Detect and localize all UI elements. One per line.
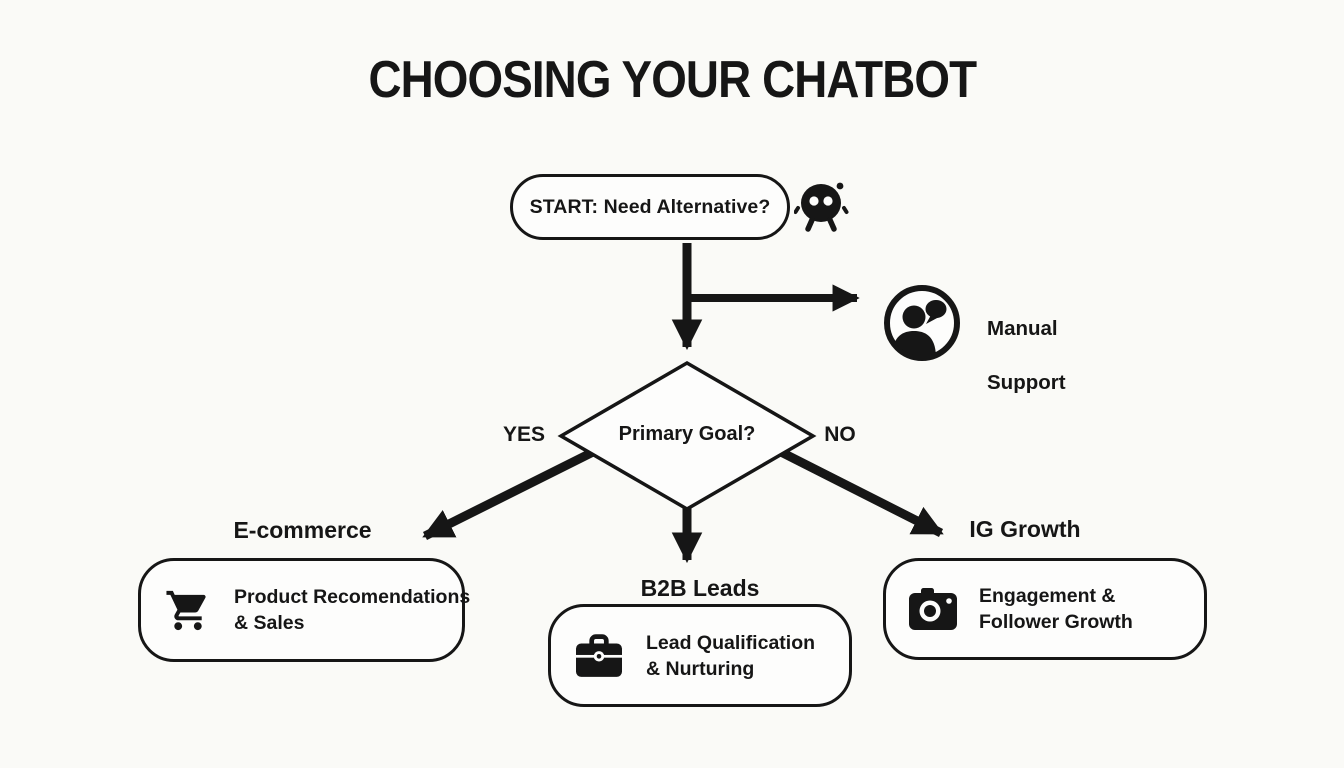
no-label: NO: [824, 423, 856, 446]
start-node-label: START: Need Alternative?: [529, 195, 771, 218]
ig-growth-node-text: Engagement & Follower Growth: [979, 585, 1133, 633]
branch-label-ig-growth: IG Growth: [969, 516, 1081, 542]
branch-label-b2b-leads: B2B Leads: [640, 575, 760, 601]
robot-icon: [794, 177, 850, 235]
b2b-leads-node: Lead Qualification & Nurturing: [548, 604, 852, 707]
ecommerce-node: Product Recomendations & Sales: [138, 558, 470, 662]
manual-support-label: Manual Support: [987, 317, 1066, 394]
shopping-cart-icon: [163, 587, 213, 634]
yes-label: YES: [502, 423, 546, 446]
ecommerce-node-text: Product Recomendations & Sales: [234, 586, 471, 634]
decision-diamond: [557, 360, 817, 512]
b2b-leads-node-text: Lead Qualification & Nurturing: [646, 631, 816, 680]
camera-icon: [908, 587, 958, 631]
arrow-no-to-ig-growth: [774, 445, 944, 538]
decision-label: Primary Goal?: [618, 423, 756, 445]
start-node: START: Need Alternative?: [510, 174, 790, 240]
ig-growth-node: Engagement & Follower Growth: [883, 558, 1207, 660]
arrow-yes-to-ecommerce: [422, 445, 600, 541]
briefcase-icon: [573, 633, 625, 679]
page-title: CHOOSING YOUR CHATBOT: [368, 51, 977, 109]
branch-label-ecommerce: E-commerce: [233, 517, 372, 543]
person-speech-bubble-icon: [881, 282, 963, 364]
